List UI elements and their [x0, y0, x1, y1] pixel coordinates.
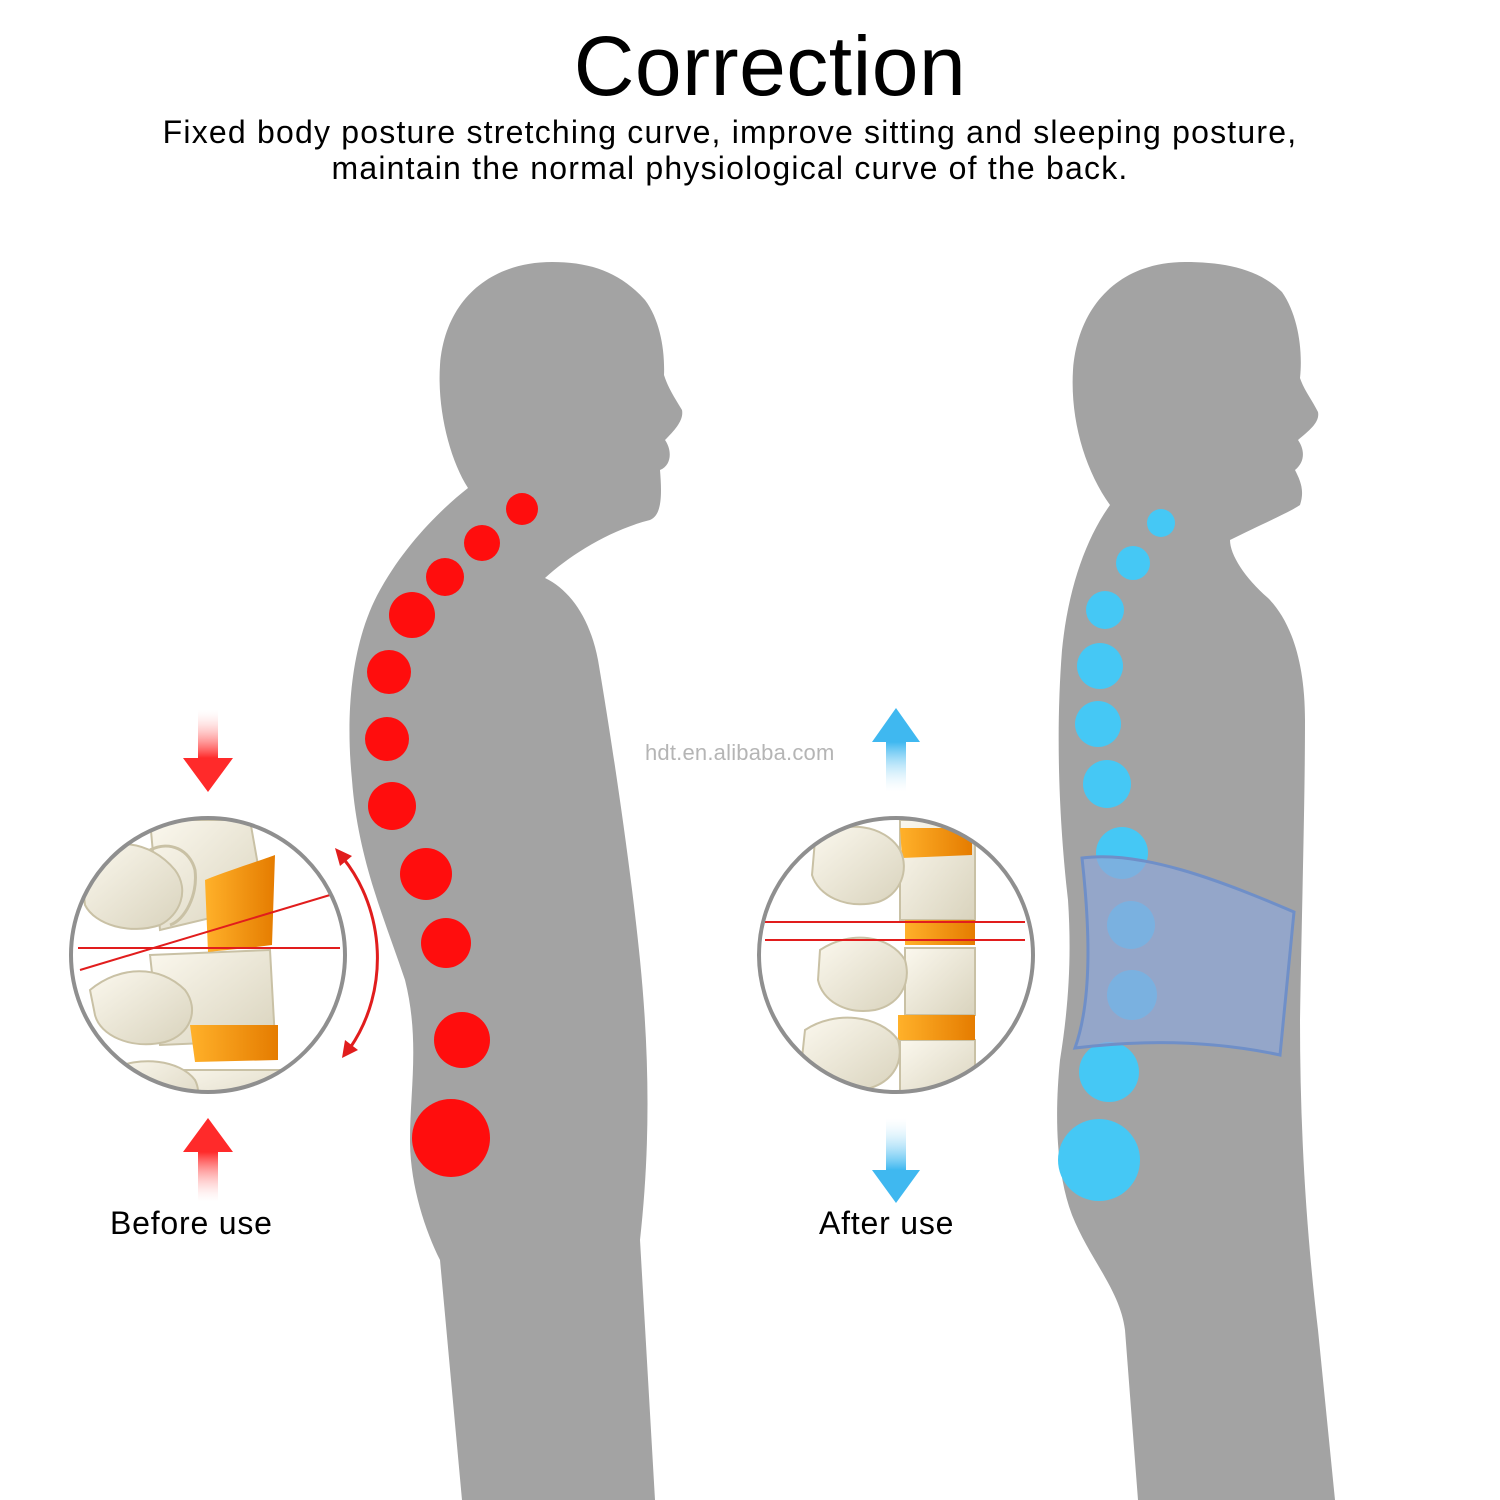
- watermark-text: hdt.en.alibaba.com: [645, 740, 835, 765]
- after-figure: [1057, 262, 1335, 1500]
- arrow-up-icon: [183, 1118, 233, 1202]
- before-use-label: Before use: [110, 1205, 273, 1241]
- disc: [898, 1015, 975, 1040]
- vertebra-dot: [1079, 1042, 1139, 1102]
- arrow-down-icon: [872, 1118, 920, 1203]
- vertebra-dot: [421, 918, 471, 968]
- vertebra-dot: [1058, 1119, 1140, 1201]
- vertebra-dot: [412, 1099, 490, 1177]
- after-spine-closeup: [757, 816, 1035, 1094]
- back-brace-belt: [1072, 855, 1296, 1057]
- after-spine-dots: [1058, 509, 1175, 1201]
- vertebra-dot: [389, 592, 435, 638]
- before-figure: [349, 262, 683, 1500]
- disc: [900, 828, 972, 858]
- curved-double-arrow-icon: [335, 848, 379, 1058]
- subtitle-line-2: maintain the normal physiological curve …: [331, 150, 1129, 186]
- after-use-label: After use: [819, 1205, 955, 1241]
- vertebra-dot: [1086, 591, 1124, 629]
- vertebra-dot: [368, 782, 416, 830]
- closeup-border: [757, 816, 1035, 1094]
- vertebra-dot: [1075, 701, 1121, 747]
- before-spine-closeup: [69, 816, 347, 1094]
- indicator-line: [79, 894, 331, 971]
- subtitle-line-1: Fixed body posture stretching curve, imp…: [162, 114, 1298, 150]
- vertebra-dot: [1083, 760, 1131, 808]
- page-title: Correction: [573, 19, 967, 113]
- vertebra-dot: [464, 525, 500, 561]
- vertebra-dot: [506, 493, 538, 525]
- vertebra-dot: [400, 848, 452, 900]
- vertebra-dot: [367, 650, 411, 694]
- arrow-down-icon: [183, 710, 233, 792]
- disc: [905, 920, 975, 945]
- vertebra-dot: [1147, 509, 1175, 537]
- vertebra-dot: [434, 1012, 490, 1068]
- closeup-border: [69, 816, 347, 1094]
- vertebra-dot: [426, 558, 464, 596]
- before-body-silhouette: [349, 262, 683, 1500]
- disc: [190, 1025, 278, 1062]
- subtitle: Fixed body posture stretching curve, imp…: [30, 114, 1430, 186]
- vertebra-dot: [1077, 643, 1123, 689]
- vertebra-dot: [365, 717, 409, 761]
- before-spine-dots: [365, 493, 538, 1177]
- arrow-up-icon: [872, 708, 920, 792]
- vertebra-dot: [1116, 546, 1150, 580]
